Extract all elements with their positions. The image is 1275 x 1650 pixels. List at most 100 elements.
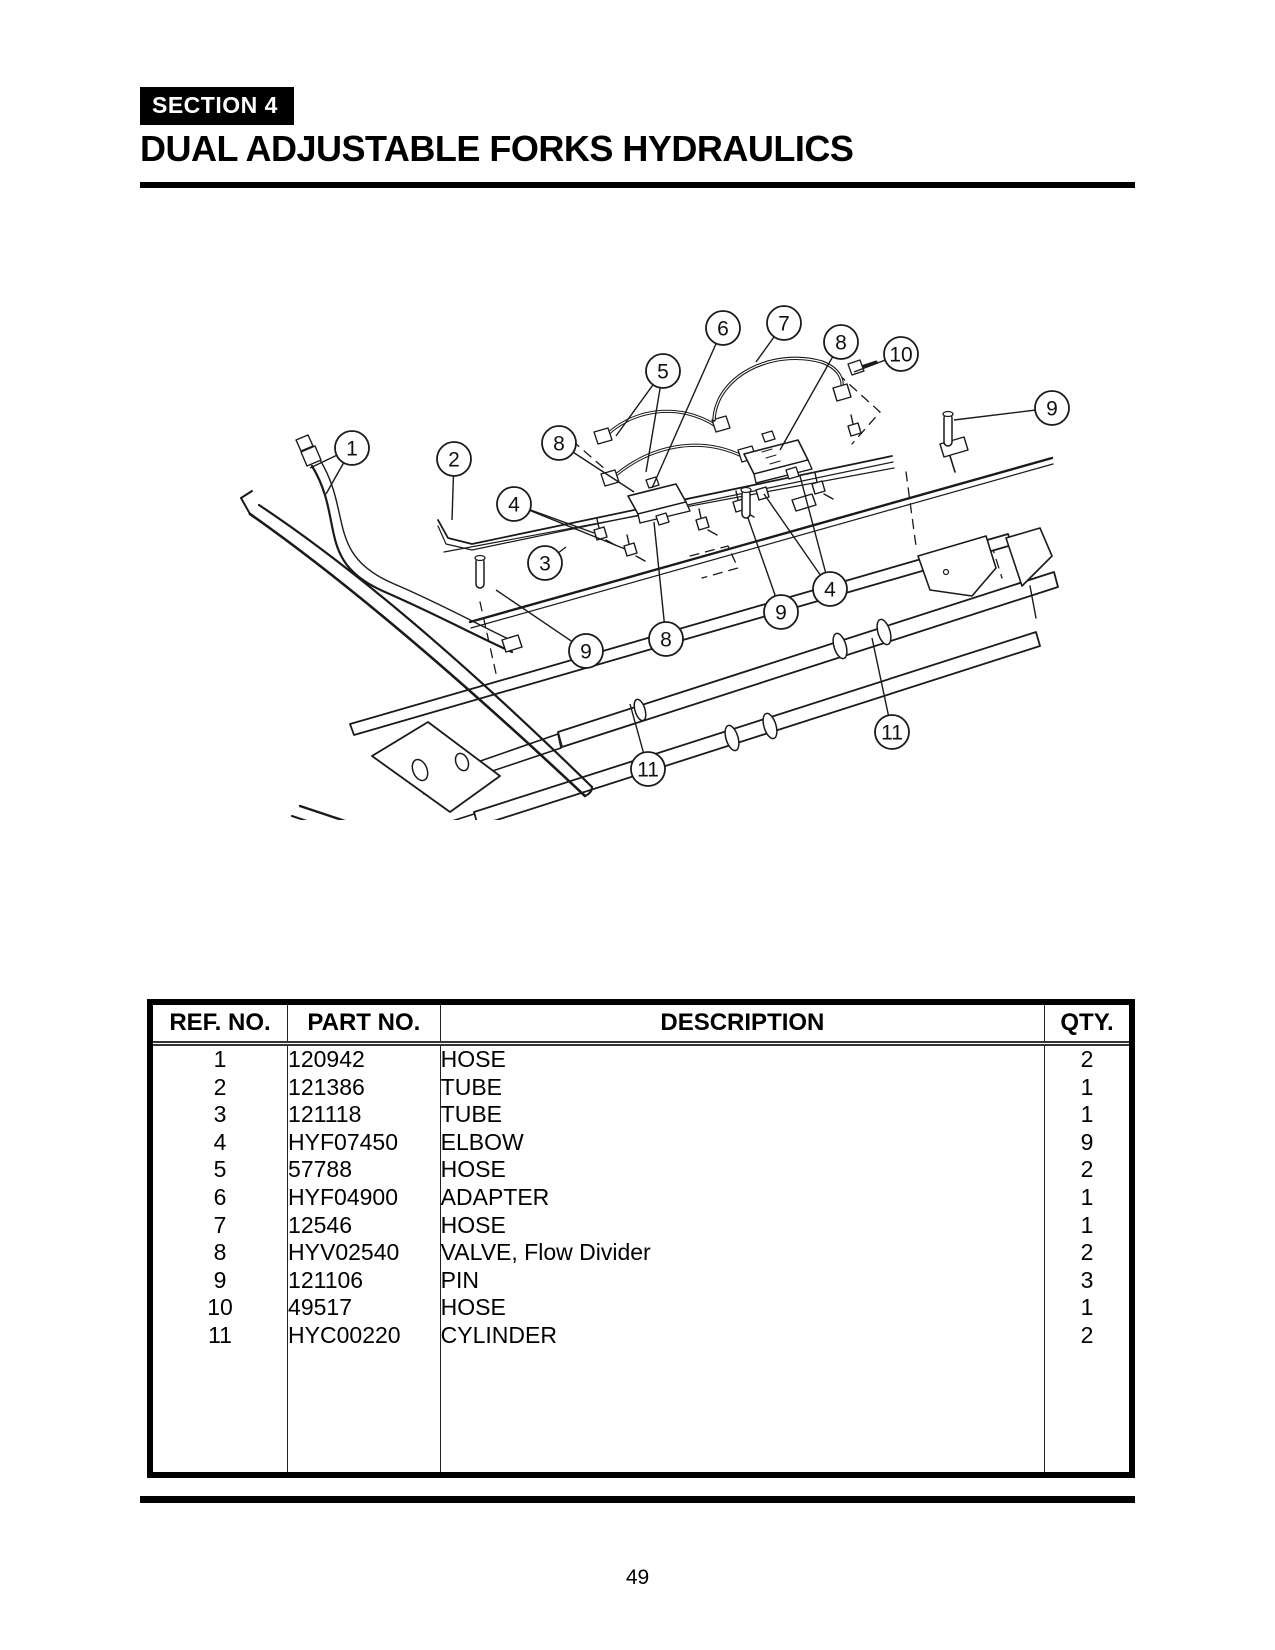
cell-desc: HOSE (439, 1211, 1045, 1240)
leader-line-9 (495, 589, 587, 652)
callout-4: 4 (812, 571, 848, 607)
cell-part: 57788 (287, 1156, 441, 1184)
cell-part: 49517 (287, 1294, 441, 1322)
leader-line-8 (779, 341, 842, 451)
svg-text:8: 8 (835, 332, 847, 355)
diagram-artwork (240, 356, 1059, 820)
support-bar (468, 436, 1054, 629)
pins (474, 410, 954, 589)
cell-qty: 1 (1044, 1101, 1132, 1129)
callout-10: 10 (883, 336, 919, 372)
bottom-rule (140, 1496, 1135, 1503)
cell-part: HYC00220 (287, 1321, 441, 1350)
cell-ref: 1 (213, 1046, 227, 1072)
cell-qty: 2 (1044, 1321, 1132, 1350)
svg-text:1: 1 (346, 438, 358, 461)
leader-line-8 (653, 521, 667, 640)
page-title: DUAL ADJUSTABLE FORKS HYDRAULICS (140, 128, 854, 169)
callout-7: 7 (766, 305, 802, 341)
cell-desc: TUBE (439, 1101, 1045, 1129)
svg-text:9: 9 (775, 602, 787, 625)
column-header-2: DESCRIPTION (439, 1002, 1045, 1046)
column-header-1: PART NO. (287, 1002, 441, 1046)
leader-line-4 (799, 475, 831, 590)
cell-part: 121386 (287, 1073, 441, 1102)
cell-qty: 1 (1044, 1183, 1132, 1212)
cell-qty: 1 (1044, 1073, 1132, 1102)
fork-tine-partial (291, 804, 346, 820)
svg-text:4: 4 (824, 579, 836, 602)
cell-desc: ELBOW (439, 1128, 1045, 1157)
svg-text:10: 10 (889, 344, 912, 367)
carriage-bracket (917, 527, 1053, 619)
hose-1 (295, 434, 523, 654)
cell-part: 121118 (287, 1101, 441, 1129)
cell-qty: 1 (1044, 1294, 1132, 1322)
cell-desc: HOSE (439, 1043, 1045, 1074)
cell-ref: 2 (213, 1073, 227, 1100)
clevis-plate (371, 721, 501, 813)
callout-9: 9 (568, 633, 604, 669)
callout-1: 1 (334, 430, 370, 466)
cell-ref: 7 (213, 1211, 227, 1238)
cell-qty: 3 (1044, 1266, 1132, 1295)
hose-10 (847, 359, 878, 376)
cell-qty: 9 (1044, 1128, 1132, 1157)
svg-text:9: 9 (580, 641, 592, 664)
callout-3: 3 (527, 545, 563, 581)
cell-part: 12546 (287, 1211, 441, 1240)
elbow-fittings (593, 414, 862, 562)
callout-2: 2 (436, 441, 472, 477)
svg-text:3: 3 (539, 553, 551, 576)
cell-qty: 2 (1044, 1156, 1132, 1184)
valve-block-left (627, 476, 691, 526)
leader-line-4 (513, 503, 626, 550)
svg-text:11: 11 (881, 722, 903, 745)
hose-5b (600, 443, 757, 487)
cell-desc: CYLINDER (439, 1321, 1045, 1350)
cell-ref: 5 (213, 1156, 227, 1183)
cell-part: 120942 (287, 1043, 441, 1074)
page-number: 49 (625, 1566, 650, 1589)
cell-ref: 3 (213, 1101, 227, 1128)
cell-part: HYF07450 (287, 1128, 441, 1157)
callout-11: 11 (630, 751, 666, 787)
cell-desc: PIN (439, 1266, 1045, 1295)
svg-text:5: 5 (657, 361, 669, 384)
svg-text:4: 4 (508, 494, 520, 517)
valve-block-right (743, 430, 813, 484)
cell-ref: 10 (207, 1294, 233, 1321)
callout-9: 9 (763, 594, 799, 630)
cell-part: HYV02540 (287, 1239, 441, 1267)
cell-desc: HOSE (439, 1294, 1045, 1322)
cell-ref: 9 (213, 1266, 227, 1293)
callout-8: 8 (823, 324, 859, 360)
cell-desc: TUBE (439, 1073, 1045, 1102)
leader-line-4 (763, 493, 831, 590)
svg-text:7: 7 (778, 313, 790, 336)
cell-ref: 6 (213, 1183, 227, 1210)
column-header-3: QTY. (1044, 1002, 1132, 1046)
cell-part: HYF04900 (287, 1183, 441, 1212)
callout-11: 11 (874, 714, 910, 750)
svg-text:2: 2 (448, 449, 460, 472)
title-rule (140, 182, 1135, 188)
table-filler-row (150, 1349, 1132, 1475)
cell-ref: 4 (213, 1128, 227, 1155)
callout-4: 4 (496, 486, 532, 522)
cell-part: 121106 (287, 1266, 441, 1295)
svg-text:11: 11 (637, 759, 659, 782)
cell-qty: 2 (1044, 1043, 1132, 1074)
svg-text:9: 9 (1046, 398, 1058, 421)
